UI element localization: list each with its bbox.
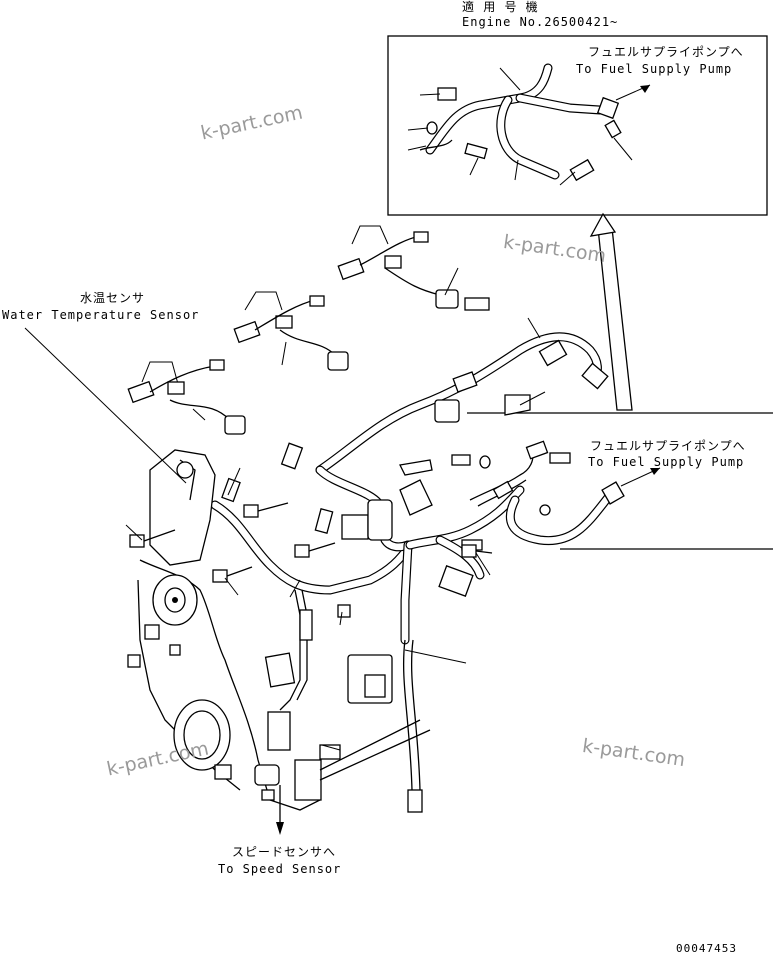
injector-connectors	[127, 225, 490, 435]
speed-sensor-label-jp: スピードセンサへ	[232, 845, 337, 859]
fuel-pump-label-jp-top: フュエルサプライポンプへ	[588, 45, 744, 59]
main-harness	[210, 332, 609, 813]
applicable-models-label: 適 用 号 機	[462, 0, 539, 14]
engine-front-cover	[127, 449, 431, 835]
speed-sensor-label-en: To Speed Sensor	[218, 862, 342, 876]
reference-arrow	[589, 212, 633, 411]
bolts	[129, 502, 493, 618]
drawing-number: 00047453	[676, 942, 737, 954]
upper-inset-harness	[407, 63, 651, 186]
water-temp-sensor-label-jp: 水温センサ	[80, 291, 146, 305]
engine-serial-number: Engine No.26500421~	[462, 15, 619, 29]
fuel-pump-label-jp-mid: フュエルサプライポンプへ	[590, 439, 746, 453]
leader-lines	[24, 267, 546, 751]
inset-box-engine-serial	[387, 35, 768, 216]
water-temp-sensor-label-en: Water Temperature Sensor	[2, 308, 200, 322]
fuel-pump-label-en-top: To Fuel Supply Pump	[576, 62, 733, 76]
fuel-pump-label-en-mid: To Fuel Supply Pump	[588, 455, 745, 469]
inset-box-fuel-pump	[467, 412, 773, 550]
